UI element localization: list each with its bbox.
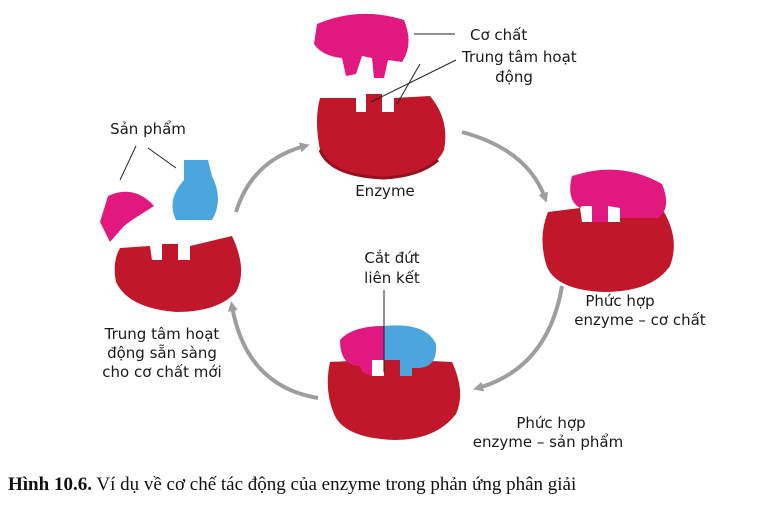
ep-complex-product-blue bbox=[384, 325, 437, 376]
label-cut-bond-line1: Cắt đứt bbox=[364, 249, 419, 267]
es-complex-substrate bbox=[570, 169, 667, 222]
label-substrate: Cơ chất bbox=[470, 26, 527, 44]
ep-complex-enzyme bbox=[327, 360, 461, 440]
label-active-site-line1: Trung tâm hoạt bbox=[461, 48, 577, 66]
label-ready-site-line1: Trung tâm hoạt bbox=[104, 325, 220, 343]
cycle-arrow-top-left bbox=[234, 142, 310, 213]
cycle-arrow-bottom-right bbox=[473, 285, 564, 392]
label-enzyme: Enzyme bbox=[355, 182, 415, 200]
cycle-arrow-bottom-left bbox=[227, 301, 319, 400]
product-blue bbox=[172, 160, 218, 220]
label-ready-site-line2: động sẵn sàng bbox=[107, 344, 217, 362]
label-ep-complex-line1: Phức hợp bbox=[516, 414, 585, 432]
product-pink bbox=[100, 191, 154, 242]
figure-number: Hình 10.6. bbox=[8, 474, 92, 495]
label-cut-bond-line2: liên kết bbox=[364, 269, 420, 287]
substrate-shape bbox=[314, 13, 409, 78]
ready-enzyme-shape bbox=[114, 236, 242, 312]
figure-caption: Hình 10.6. Ví dụ về cơ chế tác động của … bbox=[8, 474, 776, 496]
cycle-arrow-top-right bbox=[461, 130, 549, 203]
es-complex-enzyme bbox=[542, 206, 674, 292]
enzyme-shape bbox=[317, 94, 446, 178]
label-products: Sản phẩm bbox=[110, 120, 186, 138]
label-ready-site-line3: cho cơ chất mới bbox=[102, 363, 221, 381]
figure-caption-text: Ví dụ về cơ chế tác động của enzyme tron… bbox=[91, 474, 577, 495]
label-ep-complex-line2: enzyme – sản phẩm bbox=[473, 433, 623, 451]
label-active-site-line2: động bbox=[495, 68, 533, 86]
label-es-complex-line2: enzyme – cơ chất bbox=[574, 311, 706, 329]
label-es-complex-line1: Phức hợp bbox=[585, 292, 654, 310]
ep-complex-substrate-half bbox=[340, 326, 384, 376]
